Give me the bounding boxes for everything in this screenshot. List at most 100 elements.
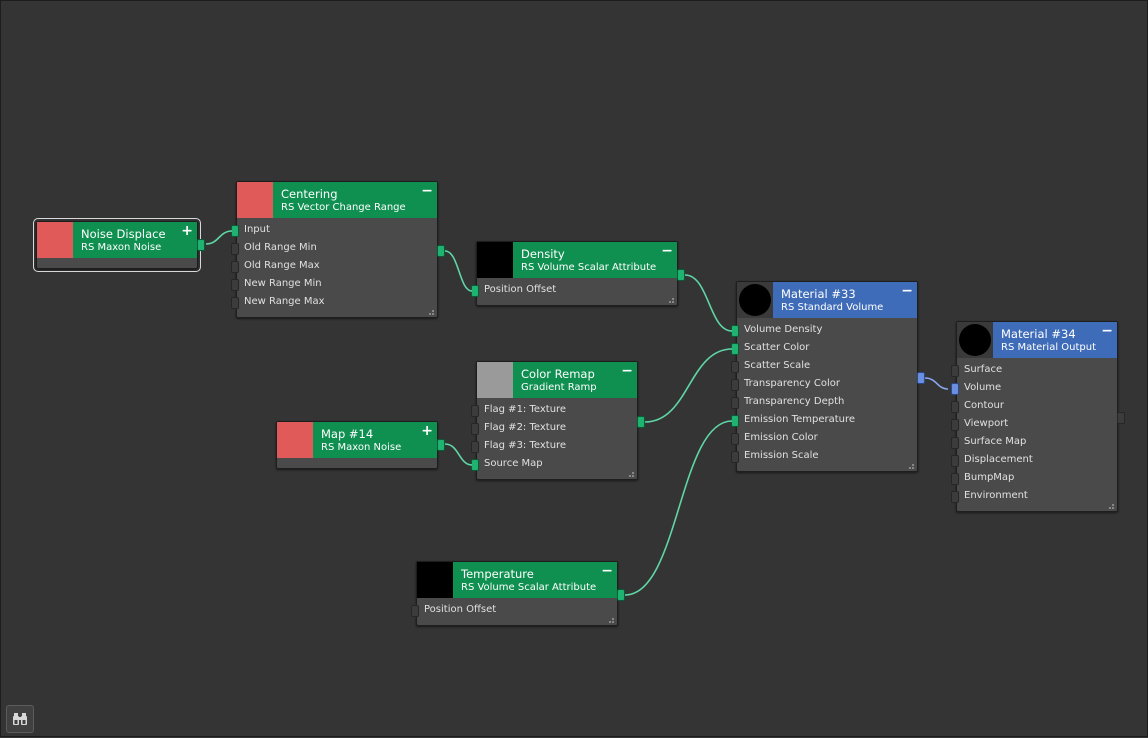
input-port-row[interactable]: Flag #1: Texture xyxy=(477,401,637,419)
input-port-new-range-max[interactable] xyxy=(231,297,239,309)
node-map14[interactable]: Map #14 RS Maxon Noise + xyxy=(276,421,445,469)
input-port-source-map[interactable] xyxy=(471,459,479,471)
input-port-row[interactable]: Position Offset xyxy=(477,281,677,299)
node-noise-displace[interactable]: Noise Displace RS Maxon Noise + xyxy=(33,218,205,272)
input-port-environment[interactable] xyxy=(951,491,959,503)
resize-grip-icon[interactable] xyxy=(628,471,634,477)
input-port-transparency-color[interactable] xyxy=(731,379,739,391)
port-list: Volume Density Scatter Color Scatter Sca… xyxy=(737,318,917,471)
expand-toggle-button[interactable]: + xyxy=(421,423,433,439)
input-port-row[interactable]: Contour xyxy=(957,397,1117,415)
input-port-volume-density[interactable] xyxy=(731,325,739,337)
node-color-remap[interactable]: Color Remap Gradient Ramp − Flag #1: Tex… xyxy=(471,361,645,480)
node-material33[interactable]: Material #33 RS Standard Volume − Volume… xyxy=(731,281,925,472)
input-port-position-offset[interactable] xyxy=(411,605,419,617)
input-port-surface[interactable] xyxy=(951,365,959,377)
input-port-viewport[interactable] xyxy=(951,419,959,431)
input-port-volume[interactable] xyxy=(951,383,959,395)
input-port-row[interactable]: Source Map xyxy=(477,455,637,473)
output-port[interactable] xyxy=(1117,412,1125,424)
node-type: RS Maxon Noise xyxy=(321,442,402,453)
input-port-flag2[interactable] xyxy=(471,423,479,435)
node-header[interactable]: Map #14 RS Maxon Noise + xyxy=(277,422,437,458)
input-port-row[interactable]: Input xyxy=(237,221,437,239)
input-port-row[interactable]: BumpMap xyxy=(957,469,1117,487)
input-port-row[interactable]: Volume Density xyxy=(737,321,917,339)
input-port-row[interactable]: Old Range Max xyxy=(237,257,437,275)
input-port-bumpmap[interactable] xyxy=(951,473,959,485)
input-port-row[interactable]: New Range Max xyxy=(237,293,437,311)
input-port-row[interactable]: Scatter Scale xyxy=(737,357,917,375)
node-header[interactable]: Material #34 RS Material Output − xyxy=(957,322,1117,358)
output-port[interactable] xyxy=(677,269,685,281)
output-port[interactable] xyxy=(917,372,925,384)
port-label: Emission Color xyxy=(744,432,818,443)
node-header[interactable]: Noise Displace RS Maxon Noise + xyxy=(37,222,197,258)
input-port-row[interactable]: Emission Temperature xyxy=(737,411,917,429)
input-port-row[interactable]: Viewport xyxy=(957,415,1117,433)
input-port-old-range-max[interactable] xyxy=(231,261,239,273)
resize-grip-icon[interactable] xyxy=(668,297,674,303)
node-header[interactable]: Density RS Volume Scalar Attribute − xyxy=(477,242,677,278)
output-port[interactable] xyxy=(197,239,205,251)
input-port-surface-map[interactable] xyxy=(951,437,959,449)
input-port-emission-color[interactable] xyxy=(731,433,739,445)
input-port-contour[interactable] xyxy=(951,401,959,413)
input-port-row[interactable]: Flag #2: Texture xyxy=(477,419,637,437)
input-port-flag3[interactable] xyxy=(471,441,479,453)
collapse-toggle-button[interactable]: − xyxy=(1101,323,1113,339)
output-port[interactable] xyxy=(637,416,645,428)
expand-toggle-button[interactable]: + xyxy=(181,223,193,239)
input-port-row[interactable]: Position Offset xyxy=(417,601,617,619)
input-port-emission-scale[interactable] xyxy=(731,451,739,463)
input-port-scatter-scale[interactable] xyxy=(731,361,739,373)
node-header[interactable]: Centering RS Vector Change Range − xyxy=(237,182,437,218)
collapse-toggle-button[interactable]: − xyxy=(421,183,433,199)
input-port-row[interactable]: Volume xyxy=(957,379,1117,397)
input-port-new-range-min[interactable] xyxy=(231,279,239,291)
wire-gradient-to-scatter-color xyxy=(644,348,733,423)
input-port-row[interactable]: Flag #3: Texture xyxy=(477,437,637,455)
output-port[interactable] xyxy=(617,589,625,601)
input-port-input[interactable] xyxy=(231,225,239,237)
input-port-transparency-depth[interactable] xyxy=(731,397,739,409)
color-swatch xyxy=(417,562,453,598)
input-port-emission-temperature[interactable] xyxy=(731,415,739,427)
output-port[interactable] xyxy=(437,439,445,451)
node-header[interactable]: Temperature RS Volume Scalar Attribute − xyxy=(417,562,617,598)
input-port-row[interactable]: Environment xyxy=(957,487,1117,505)
input-port-scatter-color[interactable] xyxy=(731,343,739,355)
collapse-toggle-button[interactable]: − xyxy=(661,243,673,259)
color-swatch xyxy=(37,222,73,258)
resize-grip-icon[interactable] xyxy=(608,617,614,623)
node-header[interactable]: Color Remap Gradient Ramp − xyxy=(477,362,637,398)
input-port-row[interactable]: Emission Color xyxy=(737,429,917,447)
resize-grip-icon[interactable] xyxy=(908,463,914,469)
input-port-row[interactable]: Transparency Depth xyxy=(737,393,917,411)
collapse-toggle-button[interactable]: − xyxy=(601,563,613,579)
node-centering[interactable]: Centering RS Vector Change Range − Input… xyxy=(231,181,445,318)
input-port-displacement[interactable] xyxy=(951,455,959,467)
input-port-row[interactable]: Scatter Color xyxy=(737,339,917,357)
collapse-toggle-button[interactable]: − xyxy=(621,363,633,379)
collapse-toggle-button[interactable]: − xyxy=(901,283,913,299)
navigator-button[interactable] xyxy=(6,705,34,733)
input-port-flag1[interactable] xyxy=(471,405,479,417)
node-density[interactable]: Density RS Volume Scalar Attribute − Pos… xyxy=(471,241,685,306)
input-port-row[interactable]: New Range Min xyxy=(237,275,437,293)
node-temperature[interactable]: Temperature RS Volume Scalar Attribute −… xyxy=(411,561,625,626)
input-port-row[interactable]: Displacement xyxy=(957,451,1117,469)
node-material34[interactable]: Material #34 RS Material Output − Surfac… xyxy=(951,321,1125,512)
input-port-row[interactable]: Surface Map xyxy=(957,433,1117,451)
input-port-row[interactable]: Old Range Min xyxy=(237,239,437,257)
output-port[interactable] xyxy=(437,245,445,257)
input-port-position-offset[interactable] xyxy=(471,285,479,297)
node-header[interactable]: Material #33 RS Standard Volume − xyxy=(737,282,917,318)
input-port-row[interactable]: Transparency Color xyxy=(737,375,917,393)
input-port-row[interactable]: Emission Scale xyxy=(737,447,917,465)
resize-grip-icon[interactable] xyxy=(1108,503,1114,509)
input-port-old-range-min[interactable] xyxy=(231,243,239,255)
resize-grip-icon[interactable] xyxy=(428,309,434,315)
input-port-row[interactable]: Surface xyxy=(957,361,1117,379)
